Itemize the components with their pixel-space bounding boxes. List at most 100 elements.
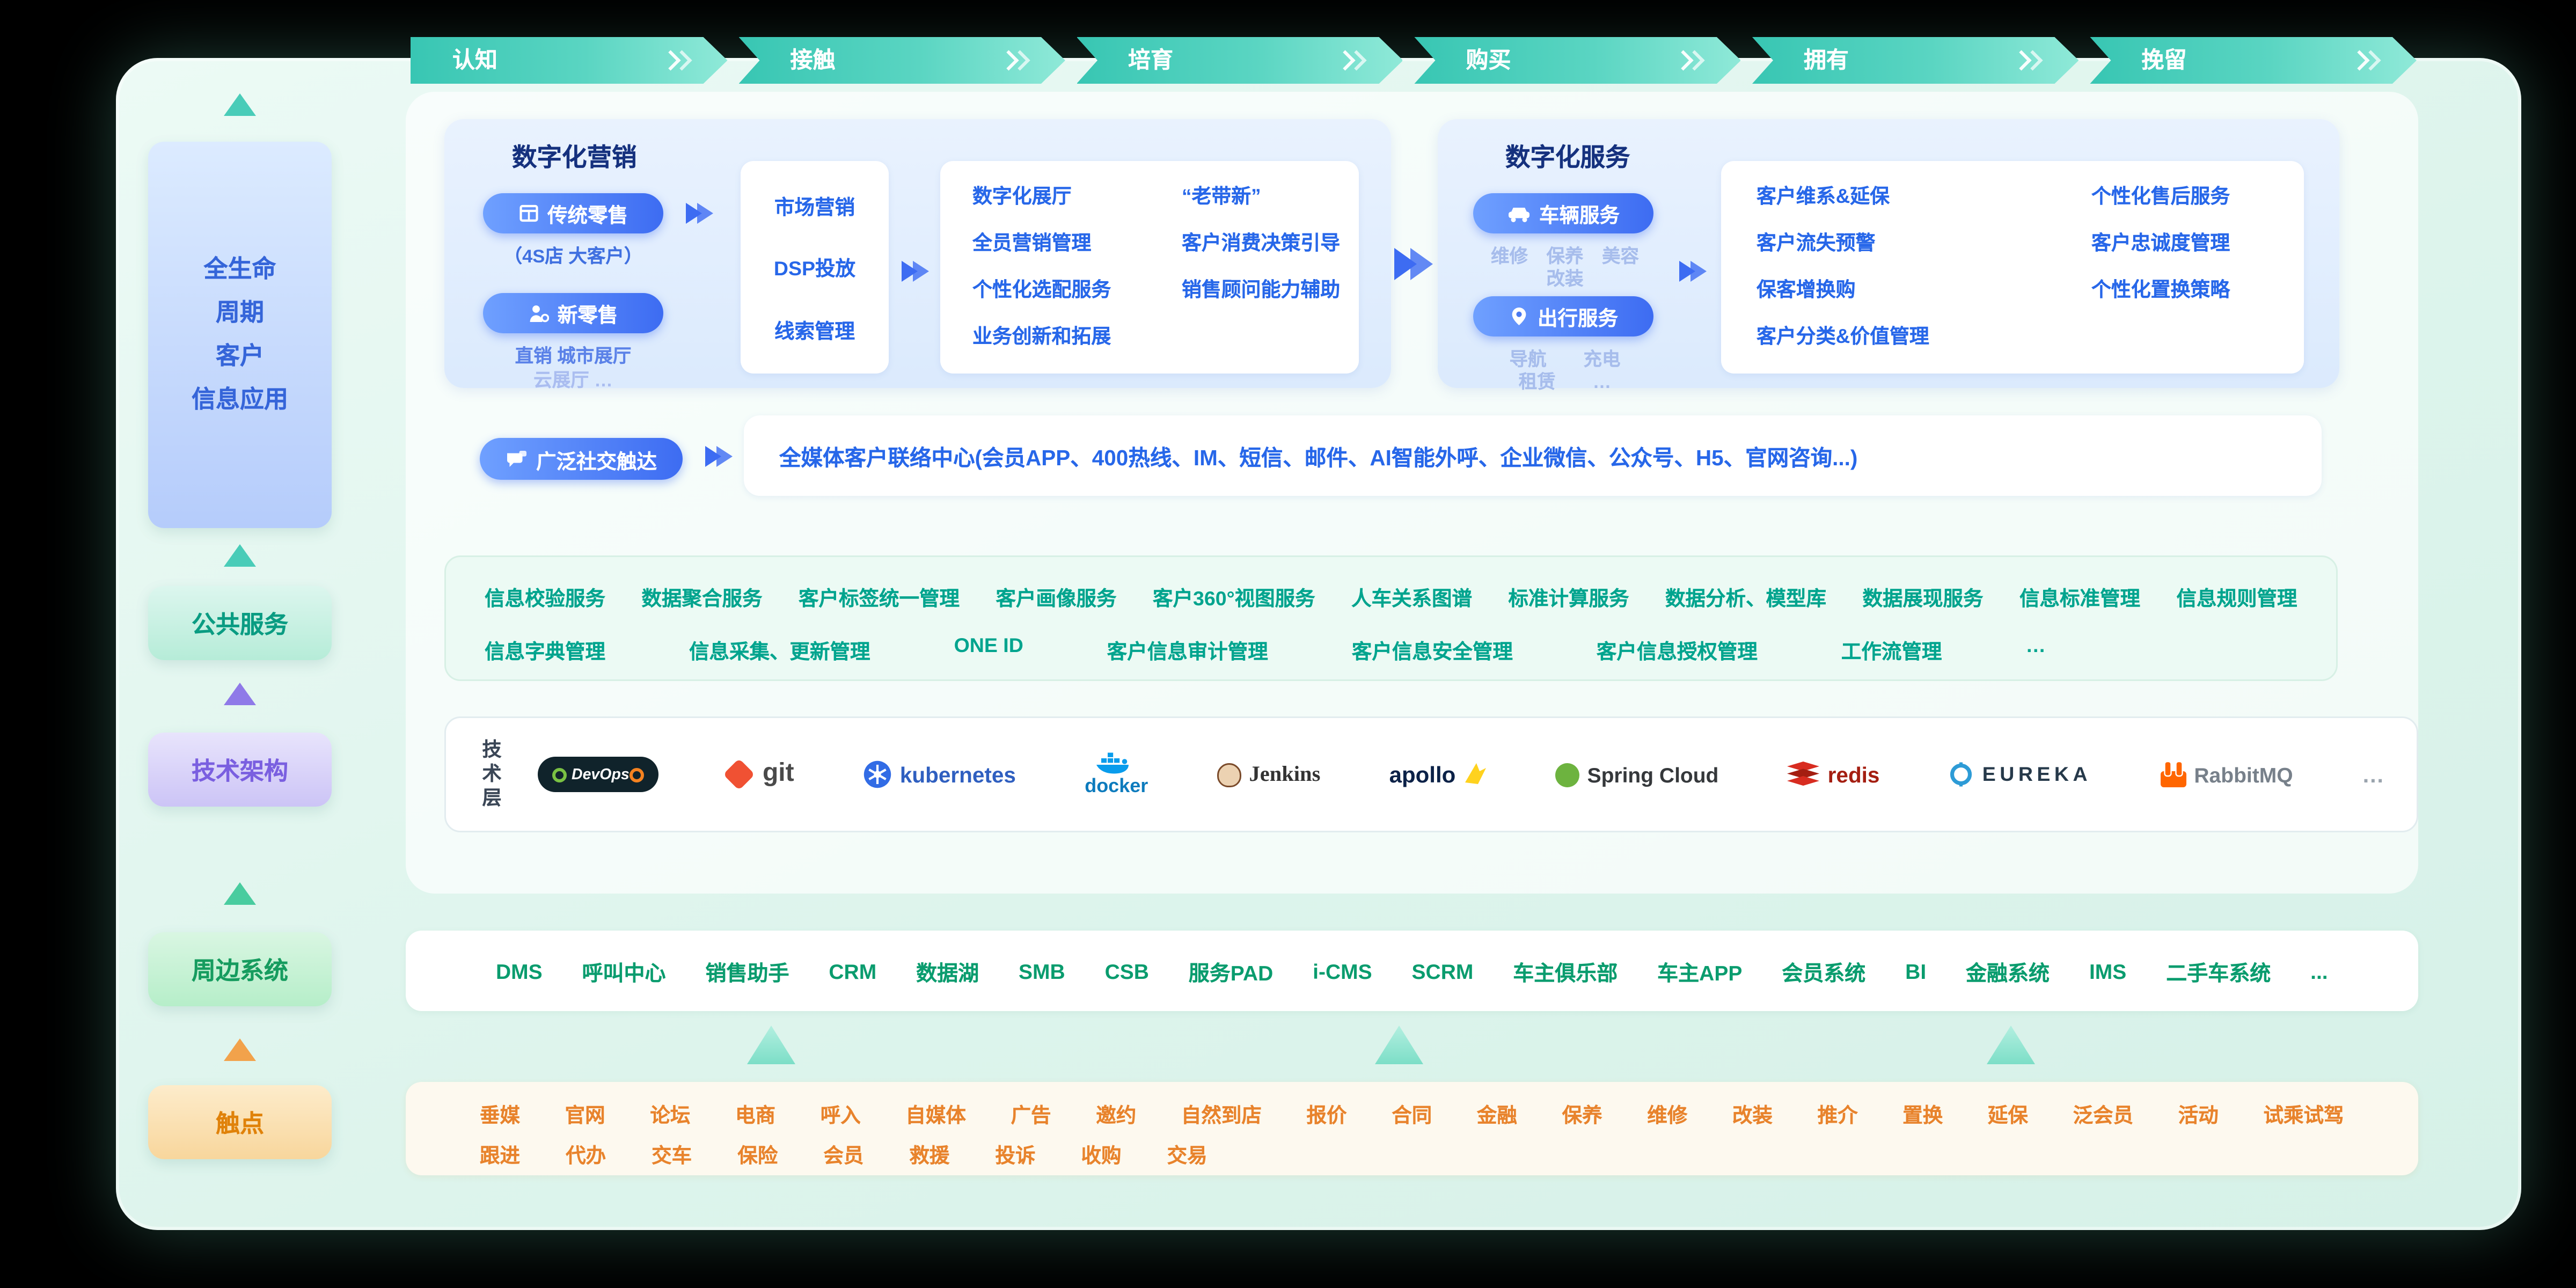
- peripheral-system-item: BI: [1905, 958, 1927, 983]
- peripheral-system-item: 呼叫中心: [582, 960, 666, 985]
- stage-banner: 培育: [1077, 37, 1403, 84]
- flow-arrow-icon: [686, 203, 713, 224]
- new-retail-label: 新零售: [557, 304, 618, 327]
- touchpoint-item: 自然到店: [1181, 1104, 1262, 1127]
- lifecycle-label-line: 信息应用: [191, 386, 288, 414]
- public-service-item: 信息规则管理: [2176, 588, 2297, 610]
- peripheral-system-item: ...: [2310, 958, 2328, 983]
- more-logos-ellipsis: …: [2361, 762, 2384, 787]
- rabbitmq-label: RabbitMQ: [2194, 762, 2293, 787]
- public-service-item: 信息校验服务: [485, 588, 606, 610]
- touchpoint-item: 合同: [1392, 1104, 1432, 1127]
- kubernetes-wheel-icon: [863, 760, 891, 788]
- devops-infinity-icon: [552, 767, 567, 782]
- public-service-item: 数据聚合服务: [641, 588, 763, 610]
- lifecycle-label-line: 周期: [215, 299, 264, 327]
- stage-label: 认知: [452, 47, 497, 72]
- storefront-icon: [519, 204, 538, 222]
- rabbitmq-logo: RabbitMQ: [2160, 762, 2293, 787]
- apollo-bird-icon: [1465, 763, 1487, 784]
- new-retail-button[interactable]: 新零售: [483, 293, 663, 333]
- social-reach-button[interactable]: 广泛社交触达: [480, 438, 683, 480]
- peripheral-system-item: 车主APP: [1657, 960, 1743, 985]
- capability-item: 数字化展厅: [972, 185, 1072, 208]
- traditional-retail-subtitle: （4S店 大客户）: [503, 248, 643, 267]
- double-chevron-icon: [1001, 37, 1027, 84]
- touchpoint-item: 投诉: [995, 1145, 1036, 1167]
- touchpoint-item: 延保: [1987, 1104, 2028, 1127]
- public-service-item: 标准计算服务: [1508, 588, 1629, 610]
- touchpoint-item: 维修: [1647, 1104, 1688, 1127]
- touchpoint-item: 跟进: [480, 1145, 521, 1167]
- touchpoint-item: 邀约: [1096, 1104, 1137, 1127]
- jenkins-butler-icon: [1217, 762, 1241, 787]
- eureka-swirl-icon: [1950, 762, 1972, 787]
- sidebar-lifecycle-box: 全生命周期客户信息应用: [148, 142, 332, 528]
- capability-item: 客户维系&延保: [1757, 185, 1890, 208]
- capability-item: 客户忠诚度管理: [2091, 232, 2230, 254]
- spring-cloud-label: Spring Cloud: [1587, 762, 1719, 787]
- public-service-item: 客户标签统一管理: [799, 588, 960, 610]
- touchpoint-item: 金融: [1476, 1104, 1517, 1127]
- sidebar-tech-architecture-box: 技术架构: [148, 733, 332, 807]
- docker-logo: docker: [1085, 752, 1148, 797]
- vehicle-service-subtitle-2: 改装: [1546, 270, 1584, 290]
- capability-item: 业务创新和拓展: [972, 325, 1111, 348]
- double-chevron-icon: [1677, 37, 1702, 84]
- digital-marketing-title: 数字化营销: [512, 145, 637, 172]
- travel-service-subtitle-2: 租赁 …: [1518, 374, 1612, 393]
- peripheral-system-item: SMB: [1019, 958, 1065, 983]
- tech-layer-label: 技术层: [480, 738, 502, 811]
- stage-banner: 拥有: [1752, 37, 2079, 84]
- apollo-logo: apollo: [1389, 762, 1487, 787]
- touchpoint-item: 自媒体: [905, 1104, 966, 1127]
- touchpoint-item: 置换: [1902, 1104, 1943, 1127]
- redis-stack-icon: [1787, 762, 1820, 786]
- flow-arrow-icon: [705, 446, 733, 467]
- marketing-capabilities-box: 数字化展厅全员营销管理个性化选配服务业务创新和拓展 “老带新”客户消费决策引导销…: [940, 161, 1359, 374]
- peripheral-system-item: 销售助手: [705, 960, 789, 985]
- public-service-item: 人车关系图谱: [1351, 588, 1473, 610]
- travel-service-subtitle-1: 导航 充电: [1509, 351, 1621, 370]
- capability-item: 个性化置换策略: [2091, 279, 2230, 301]
- touchpoint-item: 保险: [737, 1145, 778, 1167]
- redis-label: redis: [1827, 762, 1880, 787]
- peripheral-system-item: CSB: [1104, 958, 1149, 983]
- public-service-item: 客户信息授权管理: [1596, 641, 1758, 663]
- tech-layer-box: 技术层 DevOps git kubernetes docker Jenki: [444, 716, 2418, 832]
- funnel-item: 线索管理: [774, 320, 855, 343]
- public-service-item: 工作流管理: [1841, 641, 1942, 663]
- social-reach-label: 广泛社交触达: [536, 450, 657, 473]
- public-service-item: 客户信息安全管理: [1351, 641, 1513, 663]
- touchpoint-item: 改装: [1732, 1104, 1773, 1127]
- marketing-capability-column-1: 数字化展厅全员营销管理个性化选配服务业务创新和拓展: [972, 174, 1111, 361]
- capability-item: 个性化售后服务: [2091, 185, 2230, 208]
- service-capabilities-box: 客户维系&延保客户流失预警保客增换购客户分类&价值管理 个性化售后服务客户忠诚度…: [1721, 161, 2304, 374]
- capability-item: 个性化选配服务: [972, 279, 1111, 301]
- new-retail-subtitle-2: 云展厅 …: [533, 372, 613, 391]
- jenkins-label: Jenkins: [1249, 762, 1321, 786]
- rabbitmq-icon: [2160, 762, 2186, 787]
- devops-logo: DevOps: [538, 757, 658, 792]
- peripheral-system-item: 车主俱乐部: [1513, 960, 1618, 985]
- touchpoints-box: 垂媒官网论坛电商呼入自媒体广告邀约自然到店报价合同金融保养维修改装推介置换延保泛…: [406, 1082, 2418, 1175]
- vehicle-service-button[interactable]: 车辆服务: [1473, 193, 1653, 233]
- docker-label: docker: [1085, 774, 1148, 797]
- lifecycle-label-line: 客户: [215, 343, 264, 370]
- touchpoint-item: 推介: [1817, 1104, 1858, 1127]
- double-chevron-icon: [2014, 37, 2040, 84]
- public-services-row-1: 信息校验服务数据聚合服务客户标签统一管理客户画像服务客户360°视图服务人车关系…: [485, 581, 2297, 612]
- lifecycle-stages-bar: 认知 接触 培育 购买 拥有 挽留: [411, 37, 2417, 84]
- touchpoint-item: 救援: [909, 1145, 950, 1167]
- travel-service-label: 出行服务: [1537, 308, 1618, 330]
- peripheral-system-item: IMS: [2089, 958, 2127, 983]
- touchpoint-item: 呼入: [820, 1104, 861, 1127]
- travel-service-button[interactable]: 出行服务: [1473, 296, 1653, 336]
- traditional-retail-button[interactable]: 传统零售: [483, 193, 663, 233]
- capability-item: 客户分类&价值管理: [1757, 325, 1929, 348]
- touchpoint-item: 代办: [566, 1145, 606, 1167]
- capability-item: 销售顾问能力辅助: [1182, 279, 1341, 301]
